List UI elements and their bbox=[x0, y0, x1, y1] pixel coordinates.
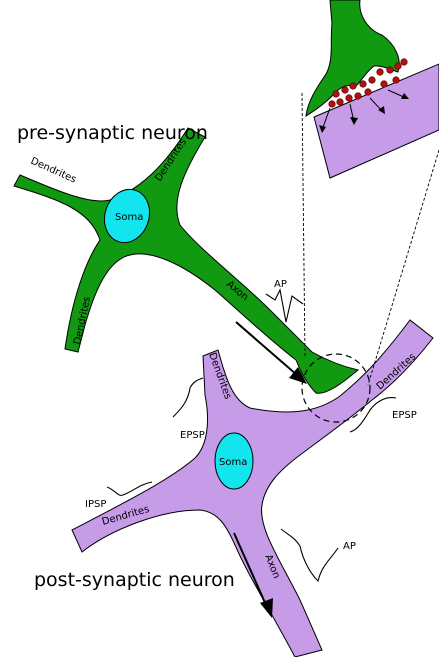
vesicle bbox=[337, 99, 344, 106]
post-synaptic-title: post-synaptic neuron bbox=[34, 569, 235, 591]
epsp-trace-left bbox=[173, 378, 203, 417]
pre-synaptic-neuron bbox=[14, 128, 358, 393]
pre-dendrites-left-label: Dendrites bbox=[29, 156, 78, 186]
vesicle bbox=[350, 83, 357, 90]
zoom-line-left bbox=[302, 93, 305, 356]
vesicle bbox=[387, 67, 394, 74]
vesicle bbox=[360, 81, 367, 88]
synapse-zoom-inset bbox=[306, 0, 439, 178]
vesicle bbox=[401, 59, 408, 66]
vesicle bbox=[355, 93, 362, 100]
ipsp-label: IPSP bbox=[85, 499, 106, 510]
ap-bottom-label: AP bbox=[343, 541, 356, 552]
ap-trace-bottom bbox=[281, 529, 338, 581]
ap-top-label: AP bbox=[274, 279, 287, 290]
vesicle bbox=[393, 77, 400, 84]
epsp-right-label: EPSP bbox=[392, 410, 417, 421]
vesicle bbox=[365, 89, 372, 96]
post-neuron-body bbox=[72, 320, 433, 657]
vesicle bbox=[346, 95, 353, 102]
pre-soma-label: Soma bbox=[115, 212, 143, 223]
pre-neuron-body bbox=[14, 128, 358, 393]
vesicle bbox=[333, 91, 340, 98]
vesicle bbox=[381, 81, 388, 88]
vesicle bbox=[395, 63, 402, 70]
arrow-down-axon-head bbox=[260, 598, 273, 618]
vesicle bbox=[329, 101, 336, 108]
post-synaptic-neuron bbox=[72, 320, 433, 657]
vesicle bbox=[342, 87, 349, 94]
epsp-left-label: EPSP bbox=[180, 430, 205, 441]
vesicle bbox=[377, 69, 384, 76]
vesicle bbox=[369, 77, 376, 84]
post-soma-label: Soma bbox=[219, 457, 247, 468]
